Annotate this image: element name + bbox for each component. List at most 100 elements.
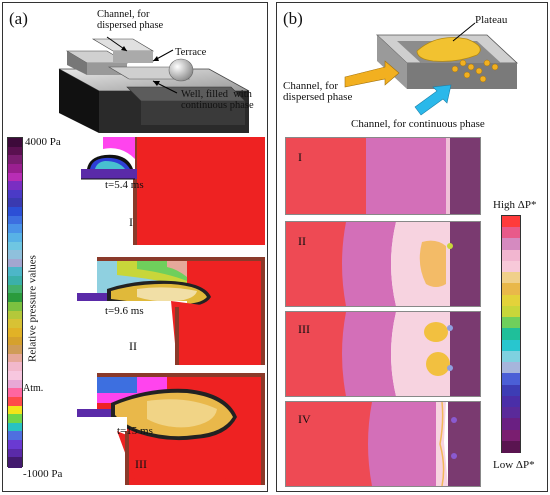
plateau-channel-schematic (344, 22, 519, 116)
delta-p-colorbar-swatch (502, 429, 520, 442)
b-simulation-I-field (286, 138, 480, 214)
simulation-stage-II: t=9.6 ms II (77, 257, 265, 365)
stage-I-time: t=5.4 ms (105, 179, 144, 191)
simulation-III-field (77, 373, 265, 485)
delta-p-colorbar-swatch (502, 395, 520, 409)
pressure-colorbar-swatch (8, 353, 22, 365)
pressure-colorbar-swatch (8, 284, 22, 295)
pressure-colorbar-swatch (8, 241, 22, 252)
delta-p-colorbar-swatch (502, 317, 520, 330)
stage-II-label: II (129, 339, 137, 353)
simulation-I-field (81, 137, 265, 245)
pressure-colorbar-swatch (8, 181, 22, 192)
pressure-colorbar-swatch (8, 232, 22, 244)
delta-p-colorbar-swatch (502, 238, 520, 251)
pressure-colorbar-swatch (8, 146, 22, 157)
delta-p-colorbar (501, 215, 521, 454)
pressure-colorbar-swatch (8, 405, 22, 416)
simulation-II-field (77, 257, 265, 365)
pressure-colorbar-swatch (8, 138, 22, 149)
legend-low-label: Low ΔP* (493, 459, 535, 471)
pressure-colorbar-swatch (8, 379, 22, 390)
delta-p-colorbar-swatch (502, 283, 520, 296)
pressure-colorbar-swatch (8, 250, 22, 261)
b-stage-IV-label: IV (298, 412, 311, 426)
delta-p-colorbar-swatch (502, 362, 520, 375)
panel-a-letter: (a) (9, 9, 28, 28)
delta-p-colorbar-swatch (502, 249, 520, 263)
pressure-colorbar-swatch (8, 163, 22, 175)
delta-p-colorbar-swatch (502, 272, 520, 285)
pressure-colorbar-swatch (8, 327, 22, 339)
b-simulation-III-field (286, 312, 480, 396)
delta-p-colorbar-swatch (502, 407, 520, 420)
pressure-colorbar-swatch (8, 258, 22, 270)
colorbar-axis-label: Relative pressure values (26, 255, 39, 362)
continuous-channel-label: Channel, for continuous phase (351, 118, 485, 130)
pressure-colorbar-swatch (8, 224, 22, 235)
pressure-colorbar-swatch (8, 172, 22, 183)
delta-p-colorbar-swatch (502, 260, 520, 274)
pressure-colorbar-swatch (8, 319, 22, 330)
stage-II-time: t=9.6 ms (105, 305, 144, 317)
stage-III-label: III (135, 457, 147, 471)
pressure-colorbar-swatch (8, 457, 22, 468)
delta-p-colorbar-swatch (502, 227, 520, 240)
pressure-colorbar-swatch (8, 362, 22, 373)
delta-p-colorbar-swatch (502, 440, 520, 454)
simulation-stage-I: t=5.4 ms I (81, 137, 265, 245)
pressure-colorbar-swatch (8, 155, 22, 166)
legend-high-label: High ΔP* (493, 199, 537, 211)
pressure-colorbar-swatch (8, 371, 22, 382)
pressure-colorbar-swatch (8, 198, 22, 209)
delta-p-colorbar-swatch (502, 328, 520, 341)
delta-p-colorbar-swatch (502, 418, 520, 431)
pressure-colorbar-swatch (8, 440, 22, 451)
simulation-stage-III: t=15 ms III (77, 373, 265, 485)
panel-b: (b) Plateau Channel, for dispersed phase… (276, 2, 548, 492)
delta-p-colorbar-swatch (502, 339, 520, 353)
dispersed-channel-label: Channel, for dispersed phase (283, 80, 353, 103)
b-simulation-II-field (286, 222, 480, 306)
delta-p-colorbar-swatch (502, 350, 520, 364)
terrace-label: Terrace (175, 47, 207, 58)
pressure-colorbar-swatch (8, 276, 22, 287)
pressure-colorbar-swatch (8, 302, 22, 313)
pressure-colorbar-swatch (8, 448, 22, 459)
pressure-colorbar-swatch (8, 189, 22, 201)
colorbar-max-label: 4000 Pa (25, 136, 61, 148)
pressure-colorbar-swatch (8, 431, 22, 442)
panel-b-letter: (b) (283, 9, 303, 28)
pressure-colorbar-swatch (8, 207, 22, 218)
pressure-colorbar-swatch (8, 345, 22, 356)
b-simulation-stage-IV: IV (285, 401, 481, 487)
delta-p-colorbar-swatch (502, 384, 520, 397)
delta-p-colorbar-swatch (502, 373, 520, 386)
b-stage-II-label: II (298, 234, 306, 248)
pressure-colorbar-swatch (8, 396, 22, 408)
channel-label: Channel, for dispersed phase (97, 9, 164, 31)
b-simulation-IV-field (286, 402, 480, 486)
b-stage-I-label: I (298, 150, 302, 164)
pressure-colorbar-swatch (8, 267, 22, 278)
colorbar-min-label: -1000 Pa (23, 468, 63, 480)
b-stage-III-label: III (298, 322, 310, 336)
plateau-label: Plateau (475, 14, 508, 26)
colorbar-atm-label: Atm. (23, 383, 44, 394)
pressure-colorbar-swatch (8, 422, 22, 434)
b-simulation-stage-I: I (285, 137, 481, 215)
b-simulation-stage-II: II (285, 221, 481, 307)
b-simulation-stage-III: III (285, 311, 481, 397)
delta-p-colorbar-swatch (502, 294, 520, 308)
channel-terrace-well-schematic (58, 36, 250, 133)
stage-I-label: I (129, 215, 133, 229)
stage-III-time: t=15 ms (117, 425, 153, 437)
pressure-colorbar-swatch (8, 336, 22, 347)
delta-p-colorbar-swatch (502, 216, 520, 229)
pressure-colorbar-swatch (8, 414, 22, 425)
delta-p-colorbar-swatch (502, 305, 520, 319)
pressure-colorbar-swatch (8, 215, 22, 226)
panel-a: (a) Channel (2, 2, 268, 492)
pressure-colorbar (7, 137, 23, 468)
pressure-colorbar-swatch (8, 293, 22, 304)
